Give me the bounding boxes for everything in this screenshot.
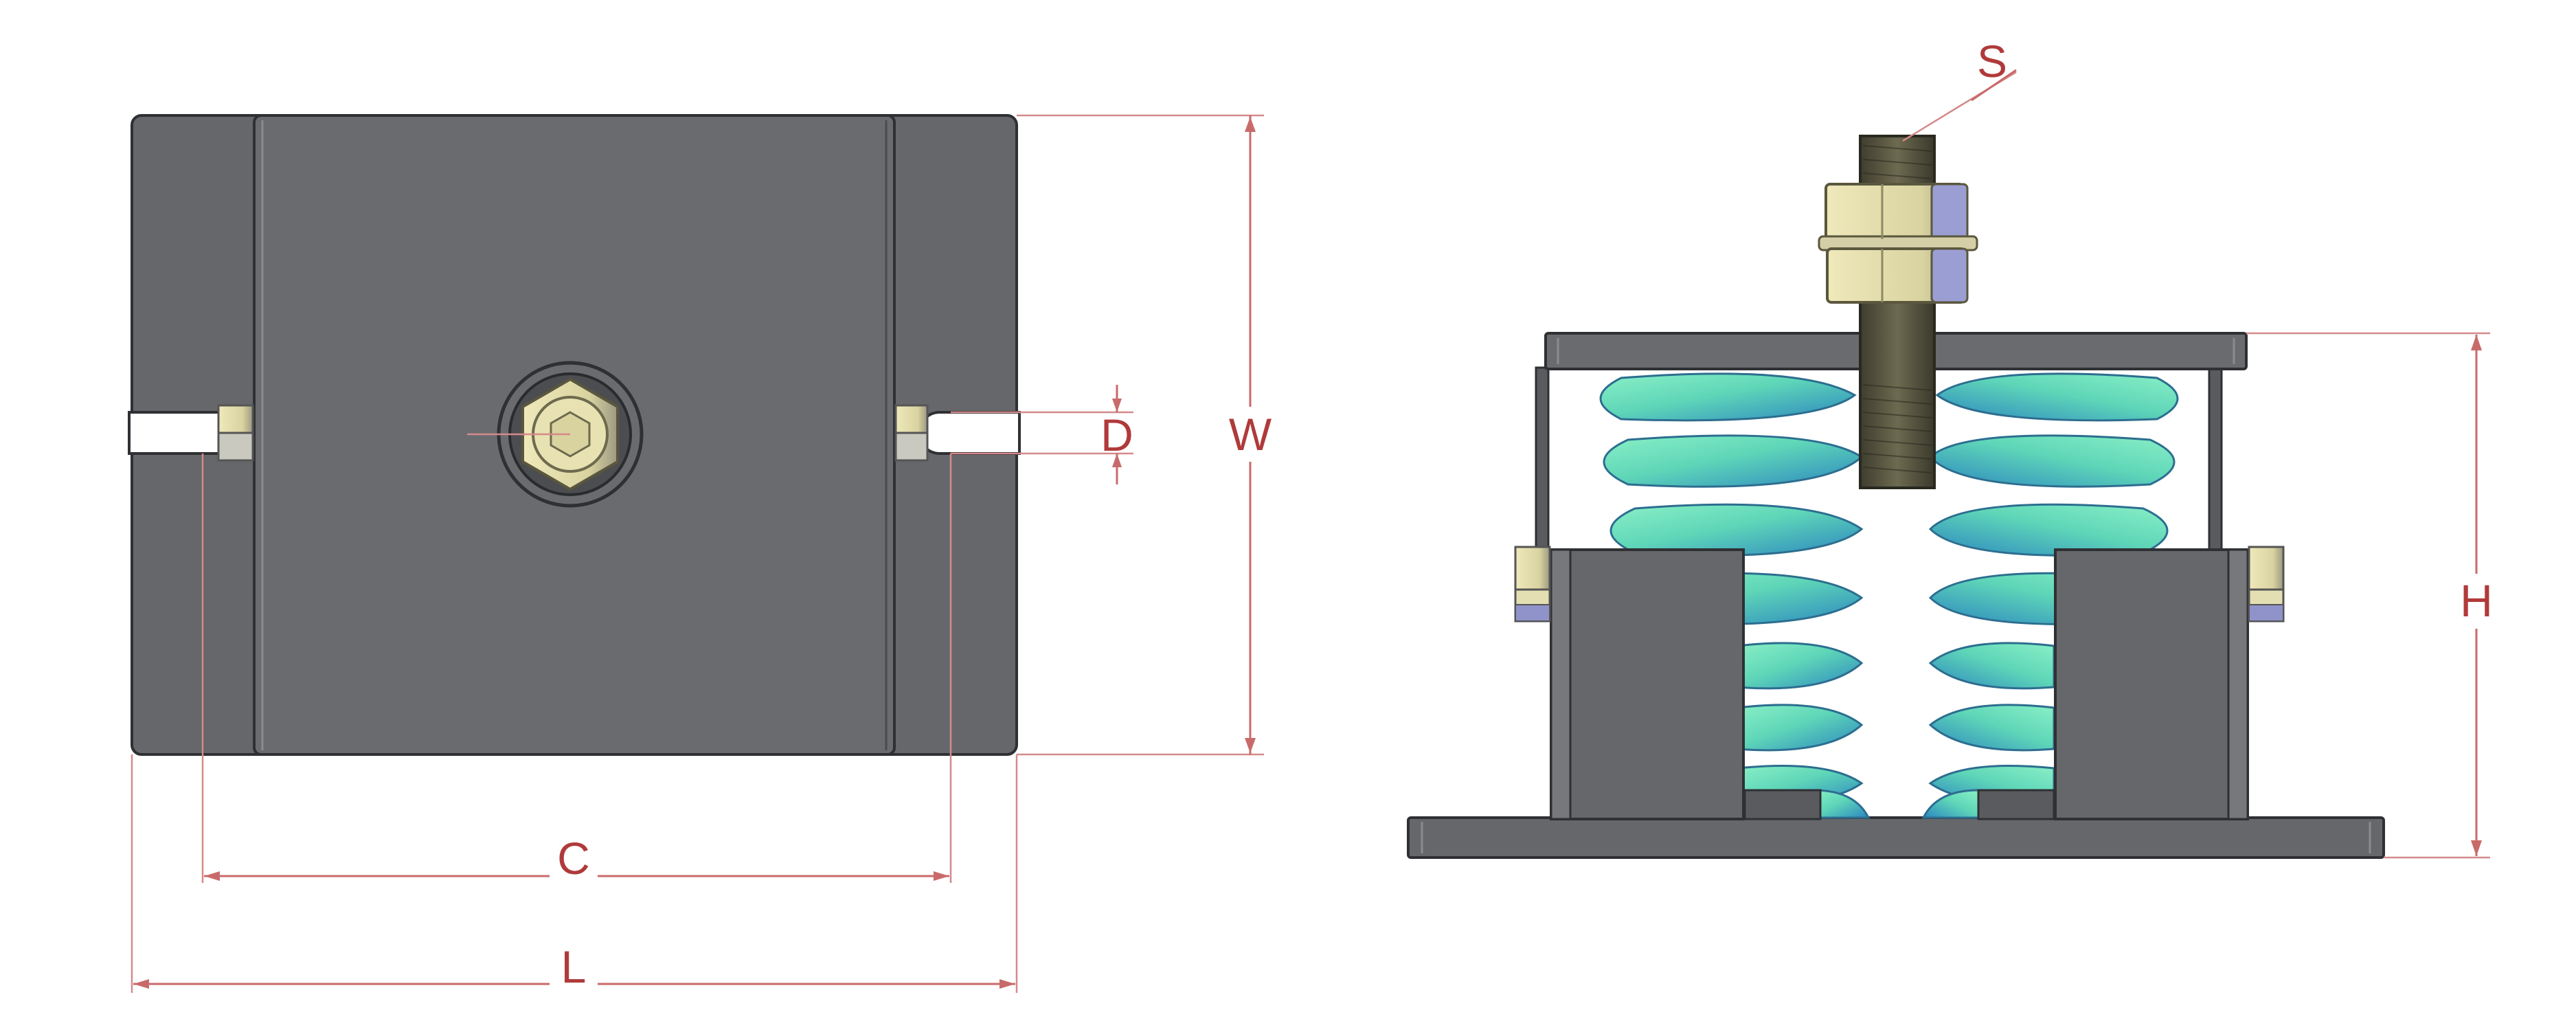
dimension-s: S xyxy=(1902,36,2017,142)
top-nut-icon xyxy=(1818,183,1978,304)
right-mounting-slot xyxy=(918,411,1021,455)
dimension-h-label: H xyxy=(2460,575,2493,626)
dimension-c: C xyxy=(201,453,952,884)
dimension-d: D xyxy=(951,385,1133,484)
dimension-s-label: S xyxy=(1977,36,2007,87)
side-view xyxy=(1407,135,2385,859)
dimension-c-label: C xyxy=(557,833,590,884)
base-plate xyxy=(1407,816,2385,859)
center-bolt-icon xyxy=(467,361,644,508)
left-lock-nut-icon xyxy=(217,404,254,462)
dimension-h: H xyxy=(2246,332,2504,859)
top-view xyxy=(128,114,1021,756)
right-lower-housing xyxy=(1977,548,2249,820)
left-lower-housing xyxy=(1550,548,1822,820)
dimension-d-label: D xyxy=(1100,410,1133,460)
dimension-w-label: W xyxy=(1229,409,1272,460)
dimension-l-label: L xyxy=(561,941,587,992)
right-lock-nut-icon xyxy=(894,404,929,462)
right-side-nut-icon xyxy=(2248,546,2285,623)
left-side-nut-icon xyxy=(1514,546,1551,623)
dimension-w: W xyxy=(1017,114,1278,756)
dimension-l: L xyxy=(131,754,1018,993)
